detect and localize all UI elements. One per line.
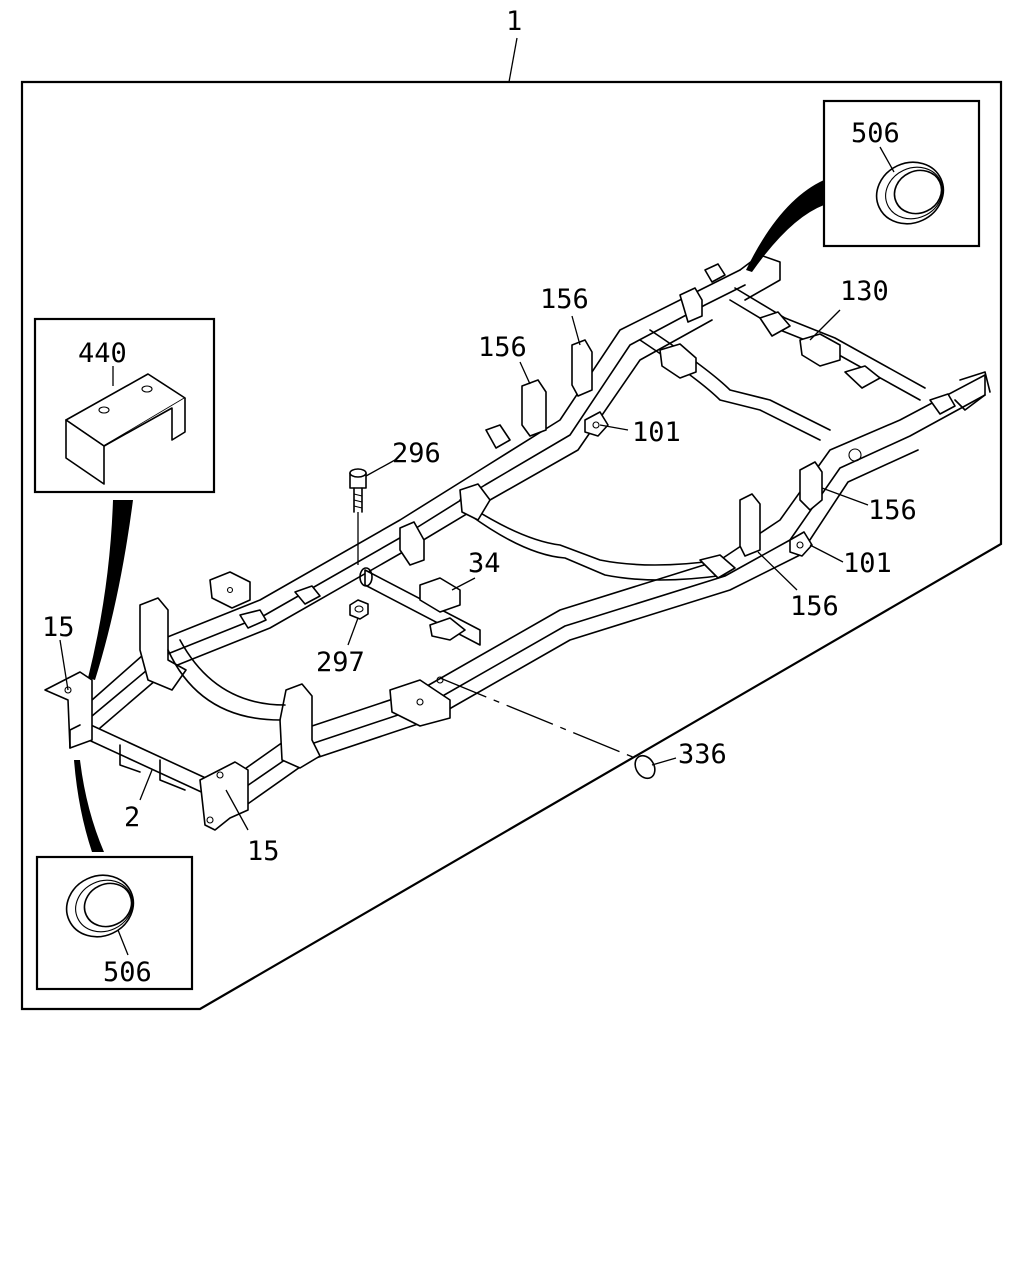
callout-130: 130 <box>840 276 889 307</box>
callout-297: 297 <box>316 647 365 678</box>
inset-506-bottom-left <box>35 760 194 991</box>
callout-156-c: 156 <box>868 495 917 526</box>
callout-336: 336 <box>678 739 727 770</box>
callout-15-left: 15 <box>42 612 75 643</box>
callout-156-b: 156 <box>478 332 527 363</box>
nut-297 <box>349 599 369 620</box>
callout-101-b: 101 <box>843 548 892 579</box>
inset-506-top-right <box>746 99 981 272</box>
callout-15-right: 15 <box>247 836 280 867</box>
callout-1: 1 <box>506 6 522 37</box>
callout-labels: 1 506 130 156 156 440 101 296 156 101 34… <box>42 6 917 988</box>
callout-101-a: 101 <box>632 417 681 448</box>
callout-506-top: 506 <box>851 118 900 149</box>
callout-156-d: 156 <box>790 591 839 622</box>
callout-156-a: 156 <box>540 284 589 315</box>
callout-34: 34 <box>468 548 501 579</box>
callout-440: 440 <box>78 338 127 369</box>
leader-lines <box>59 309 869 831</box>
plug-336 <box>634 754 656 780</box>
bolt-296 <box>349 468 367 513</box>
callout-506-bottom: 506 <box>103 957 152 988</box>
callout-296: 296 <box>392 438 441 469</box>
assembly-leader <box>508 37 518 83</box>
chassis-frame <box>44 254 991 831</box>
callout-2: 2 <box>124 802 140 833</box>
assembly-boundary <box>20 80 1003 1011</box>
inset-440-left <box>33 317 216 680</box>
